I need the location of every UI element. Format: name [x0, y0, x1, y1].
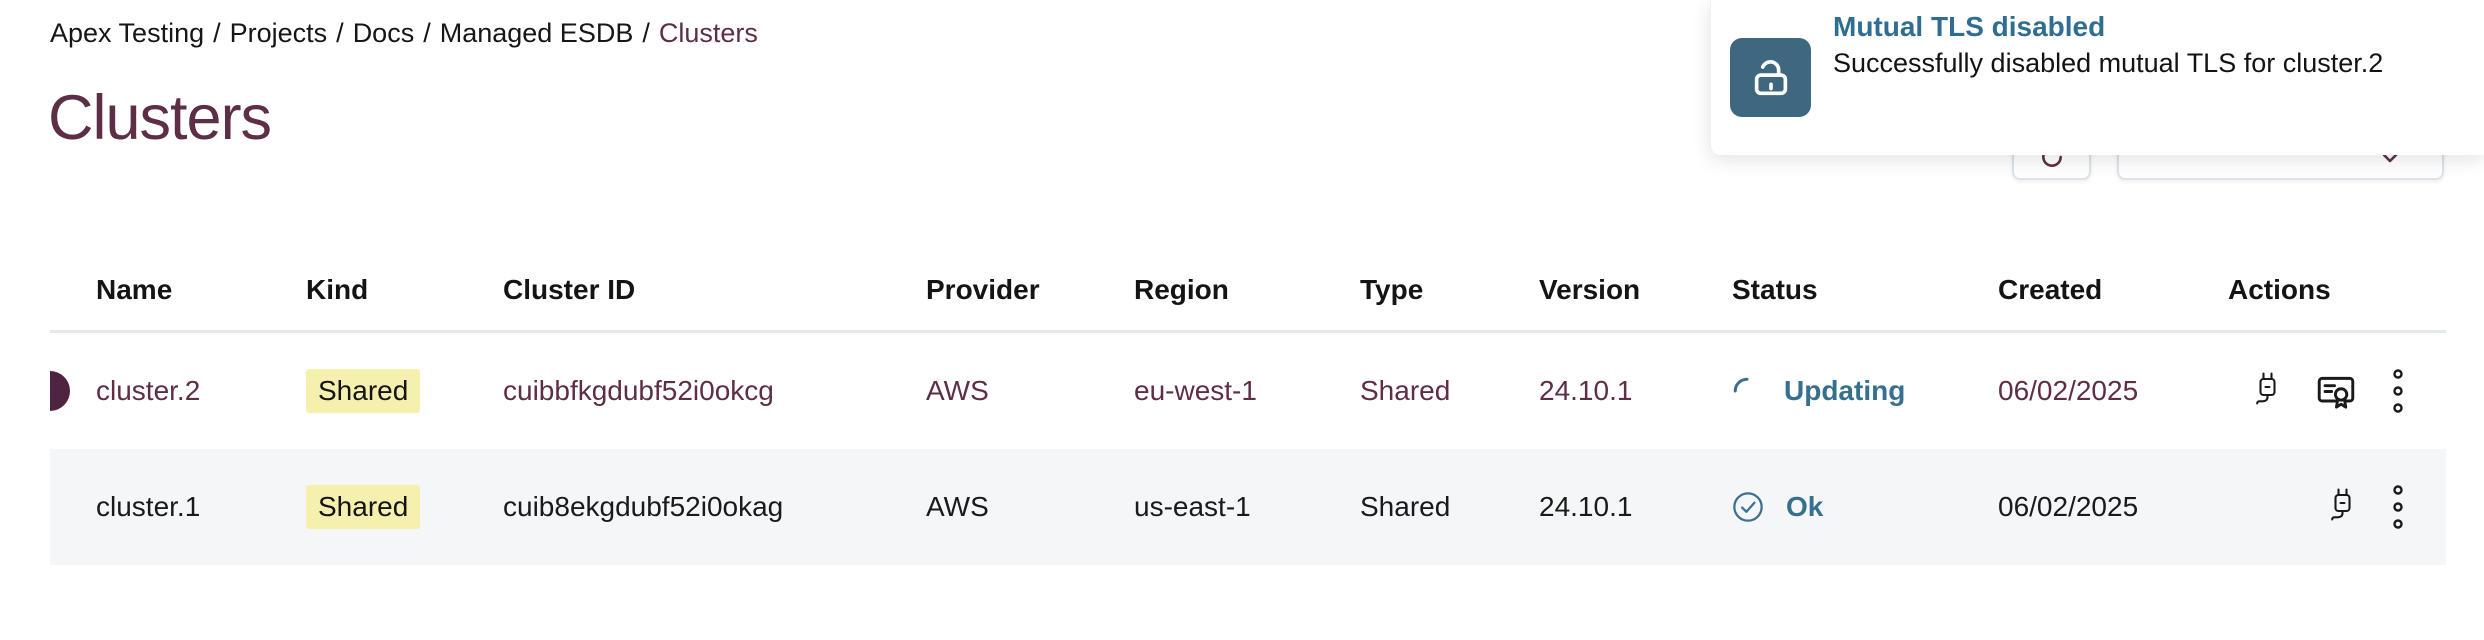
breadcrumb-separator: /	[336, 18, 344, 48]
toast-title: Mutual TLS disabled	[1833, 11, 2106, 42]
page-title: Clusters	[48, 83, 272, 153]
kebab-menu-icon[interactable]	[2392, 367, 2404, 415]
breadcrumb-separator: /	[423, 18, 431, 48]
column-header-version: Version	[1539, 274, 1641, 305]
unlock-icon	[1730, 38, 1811, 117]
cell-version: 24.10.1	[1539, 375, 1633, 406]
column-header-actions: Actions	[2228, 274, 2331, 305]
spinner-icon	[1733, 377, 1749, 393]
active-row-indicator	[50, 371, 70, 411]
table-row-cluster-1[interactable]: cluster.1 Shared cuib8ekgdubf52i0okag AW…	[50, 449, 2446, 565]
breadcrumb-docs[interactable]: Docs	[352, 18, 415, 48]
status-label: Ok	[1786, 491, 1824, 522]
cell-created: 06/02/2025	[1998, 491, 2139, 522]
table-row-cluster-2[interactable]: cluster.2 Shared cuibbfkgdubf52i0okcg AW…	[50, 333, 2446, 449]
toast-text: Mutual TLS disabled Successfully disable…	[1833, 10, 2393, 80]
breadcrumb-clusters: Clusters	[658, 18, 758, 48]
column-header-provider: Provider	[926, 274, 1040, 305]
toast-notification[interactable]: Mutual TLS disabled Successfully disable…	[1710, 0, 2484, 155]
breadcrumb-projects[interactable]: Projects	[229, 18, 328, 48]
chevron-down-icon	[2382, 153, 2398, 163]
certificate-icon	[2317, 376, 2355, 409]
cell-actions	[2228, 483, 2446, 531]
column-header-type: Type	[1360, 274, 1424, 305]
connect-icon	[2256, 372, 2276, 405]
connect-button[interactable]	[2330, 487, 2355, 527]
breadcrumb: Apex Testing / Projects / Docs / Managed ESDB /…	[50, 18, 758, 49]
cell-cluster-id: cuibbfkgdubf52i0okcg	[503, 375, 774, 406]
cell-name[interactable]: cluster.1	[96, 491, 201, 522]
connect-button[interactable]	[2255, 371, 2280, 411]
column-header-cluster-id: Cluster ID	[503, 274, 636, 305]
table-header-row: Name Kind Cluster ID Provider Region Typ…	[50, 250, 2446, 333]
check-circle-icon	[1733, 492, 1763, 522]
kind-badge: Shared	[306, 485, 421, 529]
cell-kind: Shared	[306, 485, 503, 529]
clusters-table: Name Kind Cluster ID Provider Region Typ…	[50, 250, 2446, 565]
column-header-status: Status	[1732, 274, 1818, 305]
cell-kind: Shared	[306, 369, 503, 413]
cell-name[interactable]: cluster.2	[96, 375, 201, 406]
cell-actions	[2228, 367, 2446, 415]
certificate-button[interactable]	[2317, 374, 2355, 409]
cell-provider: AWS	[926, 491, 989, 522]
cell-type: Shared	[1360, 491, 1451, 522]
cell-created: 06/02/2025	[1998, 375, 2139, 406]
breadcrumb-managed-esdb[interactable]: Managed ESDB	[439, 18, 634, 48]
breadcrumb-apex-testing[interactable]: Apex Testing	[50, 18, 205, 48]
column-header-kind: Kind	[306, 274, 369, 305]
status-label: Updating	[1784, 375, 1906, 406]
cell-status: Ok	[1732, 491, 1998, 523]
toast-message: Successfully disabled mutual TLS for clu…	[1833, 48, 2384, 78]
cell-type: Shared	[1360, 375, 1451, 406]
column-header-created: Created	[1998, 274, 2103, 305]
kind-badge: Shared	[306, 369, 421, 413]
cell-region: eu-west-1	[1134, 375, 1257, 406]
connect-icon	[2331, 488, 2351, 521]
column-header-region: Region	[1134, 274, 1229, 305]
cell-region: us-east-1	[1134, 491, 1251, 522]
breadcrumb-separator: /	[642, 18, 650, 48]
cell-cluster-id: cuib8ekgdubf52i0okag	[503, 491, 784, 522]
cell-status: Updating	[1732, 375, 1998, 407]
kebab-menu-icon[interactable]	[2392, 483, 2404, 531]
breadcrumb-separator: /	[213, 18, 221, 48]
cell-version: 24.10.1	[1539, 491, 1633, 522]
cell-provider: AWS	[926, 375, 989, 406]
column-header-name: Name	[96, 274, 173, 305]
